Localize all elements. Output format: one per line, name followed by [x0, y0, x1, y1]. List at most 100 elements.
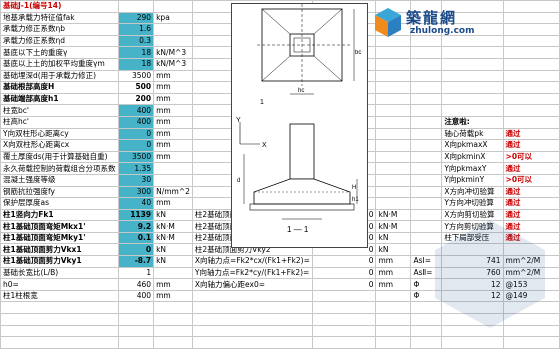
sheet-cell[interactable]: kN·M — [153, 220, 193, 233]
sheet-cell[interactable]: 0 — [311, 266, 377, 280]
sheet-cell[interactable]: Y方向冲切验算 — [441, 197, 504, 210]
sheet-cell[interactable]: 基底以下土的重度γ — [0, 46, 119, 59]
sheet-cell[interactable] — [502, 81, 560, 94]
sheet-title[interactable]: 基础J-1(编号14) — [0, 0, 119, 13]
sheet-cell[interactable] — [502, 243, 560, 257]
sheet-cell[interactable]: 基础长宽比(L/B) — [0, 266, 119, 280]
sheet-cell[interactable] — [410, 92, 443, 106]
input-value-cell[interactable]: 30 — [117, 173, 155, 187]
sheet-cell[interactable] — [191, 336, 313, 349]
sheet-cell[interactable] — [502, 57, 560, 71]
sheet-cell[interactable]: mm — [153, 81, 193, 94]
sheet-cell[interactable] — [0, 301, 119, 315]
input-value-cell[interactable]: 9.2 — [117, 220, 155, 233]
sheet-cell[interactable]: X向pkmaxX — [441, 139, 504, 152]
sheet-cell[interactable] — [311, 313, 377, 326]
sheet-cell[interactable] — [410, 197, 443, 210]
check-result[interactable]: 通过 — [502, 162, 560, 175]
sheet-cell[interactable] — [375, 115, 412, 129]
sheet-cell[interactable]: 地基承载力特征值fak — [0, 11, 119, 25]
sheet-cell[interactable]: 460 — [117, 278, 155, 291]
sheet-cell[interactable] — [502, 336, 560, 349]
sheet-cell[interactable] — [191, 313, 313, 326]
sheet-cell[interactable]: kpa — [153, 11, 193, 25]
check-result[interactable]: 通过 — [502, 197, 560, 210]
input-value-cell[interactable]: 400 — [117, 104, 155, 117]
sheet-cell[interactable]: kN·M — [153, 231, 193, 245]
input-value-cell[interactable]: 290 — [117, 11, 155, 25]
sheet-cell[interactable]: 柱1基础顶面弯矩Mkx1' — [0, 220, 119, 233]
sheet-cell[interactable] — [0, 336, 119, 349]
sheet-cell[interactable] — [502, 34, 560, 48]
sheet-cell[interactable] — [375, 313, 412, 326]
sheet-cell[interactable] — [153, 173, 193, 187]
sheet-cell[interactable] — [502, 115, 560, 129]
sheet-cell[interactable] — [0, 324, 119, 338]
sheet-cell[interactable]: kN — [375, 231, 412, 245]
input-value-cell[interactable]: 1 — [117, 266, 155, 280]
sheet-cell[interactable]: kN — [153, 208, 193, 222]
sheet-cell[interactable] — [375, 197, 412, 210]
sheet-cell[interactable]: mm — [153, 69, 193, 83]
sheet-cell[interactable]: kN — [153, 255, 193, 268]
sheet-cell[interactable] — [410, 115, 443, 129]
sheet-cell[interactable] — [410, 46, 443, 59]
input-value-cell[interactable]: 200 — [117, 92, 155, 106]
sheet-cell[interactable] — [410, 139, 443, 152]
sheet-cell[interactable] — [375, 34, 412, 48]
sheet-cell[interactable] — [410, 173, 443, 187]
sheet-cell[interactable] — [502, 46, 560, 59]
sheet-cell[interactable] — [502, 23, 560, 36]
sheet-cell[interactable] — [410, 104, 443, 117]
sheet-cell[interactable] — [117, 313, 155, 326]
input-value-cell[interactable]: 0 — [117, 243, 155, 257]
sheet-cell[interactable] — [153, 162, 193, 175]
input-value-cell[interactable]: 0 — [117, 127, 155, 141]
sheet-cell[interactable] — [441, 46, 504, 59]
sheet-cell[interactable] — [410, 57, 443, 71]
input-value-cell[interactable]: 1139 — [117, 208, 155, 222]
sheet-cell[interactable]: X方向冲切验算 — [441, 185, 504, 199]
sheet-cell[interactable]: 基础埋深d(用于承载力修正) — [0, 69, 119, 83]
sheet-cell[interactable]: X向双柱形心距离cx — [0, 139, 119, 152]
sheet-cell[interactable]: 混凝土强度等级 — [0, 173, 119, 187]
sheet-cell[interactable] — [153, 266, 193, 280]
sheet-cell[interactable] — [441, 57, 504, 71]
sheet-cell[interactable]: 基础端部高度h1 — [0, 92, 119, 106]
sheet-cell[interactable] — [191, 301, 313, 315]
sheet-cell[interactable]: Y向pkmaxY — [441, 162, 504, 175]
input-value-cell[interactable]: 0 — [117, 139, 155, 152]
sheet-cell[interactable] — [410, 185, 443, 199]
sheet-cell[interactable]: 承载力修正系数ηd — [0, 34, 119, 48]
sheet-cell[interactable]: mm — [375, 255, 412, 268]
check-result[interactable]: 通过 — [502, 220, 560, 233]
sheet-cell[interactable] — [117, 301, 155, 315]
sheet-cell[interactable]: 0 — [311, 278, 377, 291]
input-value-cell[interactable]: 400 — [117, 115, 155, 129]
sheet-cell[interactable] — [153, 0, 193, 13]
sheet-cell[interactable] — [375, 289, 412, 303]
input-value-cell[interactable]: 0.3 — [117, 34, 155, 48]
input-value-cell[interactable]: -8.7 — [117, 255, 155, 268]
sheet-cell[interactable] — [311, 324, 377, 338]
sheet-cell[interactable]: 基础根部高度H — [0, 81, 119, 94]
sheet-cell[interactable] — [375, 104, 412, 117]
sheet-cell[interactable] — [375, 173, 412, 187]
sheet-cell[interactable]: N/mm^2 — [153, 185, 193, 199]
sheet-cell[interactable] — [502, 104, 560, 117]
sheet-cell[interactable]: 400 — [117, 289, 155, 303]
input-value-cell[interactable]: 500 — [117, 81, 155, 94]
sheet-cell[interactable] — [502, 69, 560, 83]
sheet-cell[interactable] — [153, 324, 193, 338]
input-value-cell[interactable]: 0.1 — [117, 231, 155, 245]
sheet-cell[interactable] — [502, 92, 560, 106]
sheet-cell[interactable]: 柱1基础顶面剪力Vky1 — [0, 255, 119, 268]
sheet-cell[interactable] — [375, 69, 412, 83]
sheet-cell[interactable]: 基底以上土的加权平均重度γm — [0, 57, 119, 71]
sheet-cell[interactable]: 柱1基础顶面弯矩Mky1' — [0, 231, 119, 245]
sheet-cell[interactable] — [441, 69, 504, 83]
sheet-cell[interactable]: 0 — [311, 255, 377, 268]
sheet-cell[interactable] — [375, 150, 412, 164]
sheet-cell[interactable]: mm — [153, 127, 193, 141]
sheet-cell[interactable] — [375, 139, 412, 152]
